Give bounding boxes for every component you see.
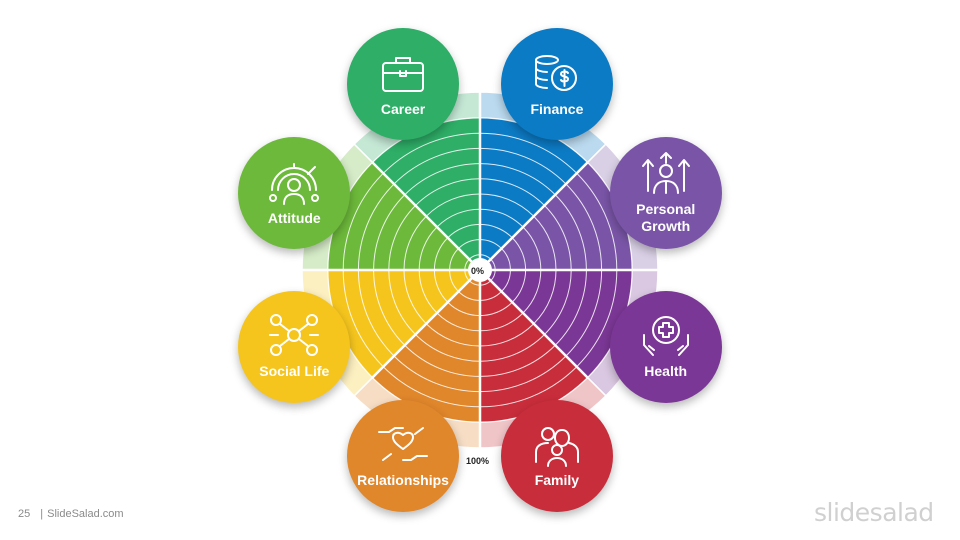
wheel-node-label: Personal Growth	[636, 201, 696, 235]
briefcase-icon	[377, 51, 429, 95]
segment-wedge	[480, 162, 632, 270]
person-growth-arrows-icon	[640, 151, 692, 195]
hands-cross-icon	[640, 313, 692, 357]
segment-wedge	[372, 118, 480, 270]
wheel-node-attitude: Attitude	[238, 137, 351, 250]
wheel-node-label: Health	[644, 363, 688, 380]
family-icon	[531, 422, 583, 468]
wheel-node-career: Career	[347, 28, 460, 141]
coins-dollar-icon	[531, 51, 583, 95]
wheel-node-social-life: Social Life	[238, 290, 351, 403]
segment-wedge	[328, 270, 480, 378]
wheel-node-label: Relationships	[357, 472, 449, 489]
network-people-icon	[268, 313, 320, 357]
footer-site: SlideSalad.com	[47, 508, 124, 520]
wheel-node-label: Finance	[530, 100, 584, 117]
segment-wedge	[480, 118, 588, 270]
wheel-node-label: Career	[380, 100, 426, 117]
wheel-node-label: Family	[534, 472, 580, 489]
wheel-node-label: Social Life	[259, 363, 330, 380]
wheel-node-relationships: Relationships	[347, 399, 460, 512]
wheel-node-personal-growth: Personal Growth	[609, 137, 722, 250]
handshake-heart-icon	[377, 422, 429, 466]
center-percent-label: 0%	[471, 266, 485, 276]
page-number: 25	[18, 508, 31, 520]
wheel-node-label: Attitude	[267, 209, 321, 226]
outer-percent-label: 100%	[466, 456, 490, 466]
center-hub	[468, 258, 492, 282]
wheel-node-finance: Finance	[500, 28, 613, 141]
footer: 25|SlideSalad.com	[18, 508, 124, 520]
gauge-person-icon	[268, 160, 320, 205]
segment-wedge	[328, 162, 480, 270]
segment-wedge	[480, 270, 588, 422]
segment-wedge	[480, 270, 632, 378]
wheel-node-health: Health	[609, 290, 722, 403]
wheel-node-family: Family	[500, 399, 613, 512]
segment-wedge	[372, 270, 480, 423]
brand-logo: slidesalad	[814, 498, 934, 527]
